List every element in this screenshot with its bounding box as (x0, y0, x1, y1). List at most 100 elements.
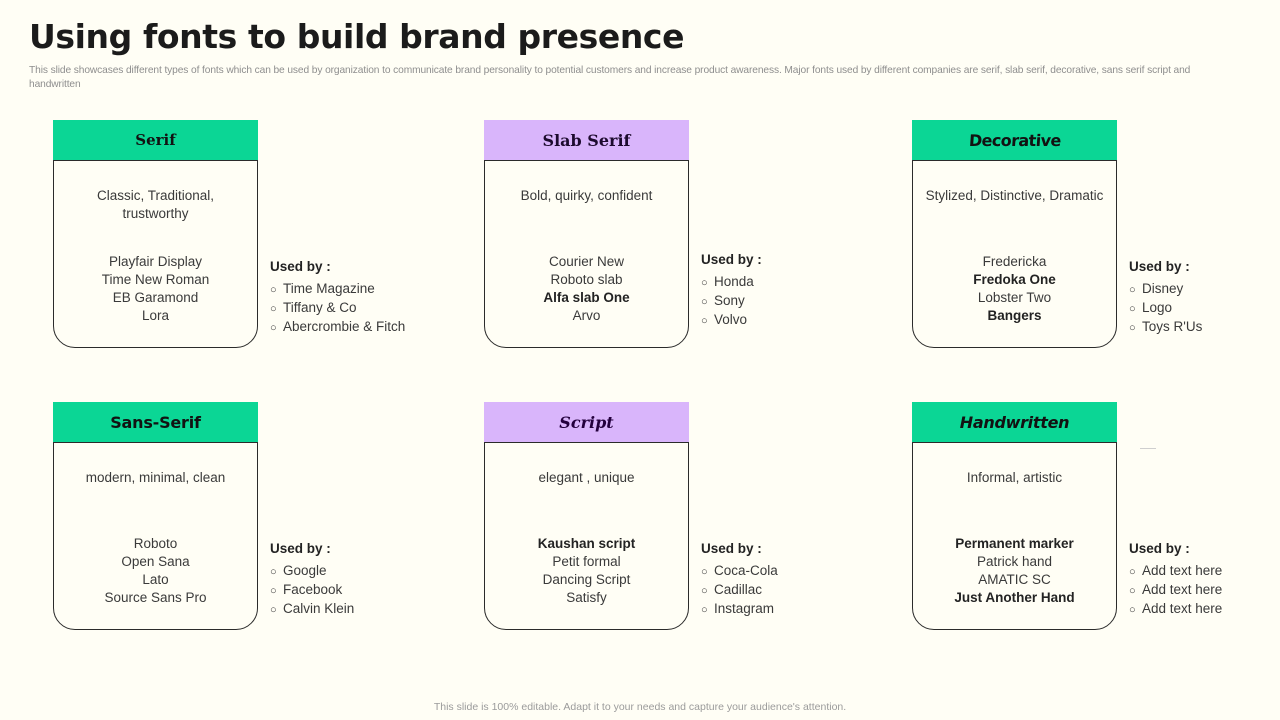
font-name: Courier New (548, 254, 625, 269)
card-group-sans-serif: Sans-Serif modern, minimal, clean Roboto… (53, 402, 445, 630)
font-name: AMATIC SC (978, 572, 1051, 587)
card-font-list-decorative: Fredericka Fredoka One Lobster Two Bange… (923, 253, 1106, 325)
used-by-serif: Used by : ○Time Magazine ○Tiffany & Co ○… (270, 120, 445, 337)
bullet-icon: ○ (270, 585, 277, 597)
font-name: EB Garamond (112, 290, 199, 305)
brand-name: Sony (714, 293, 745, 308)
list-item: ○Tiffany & Co (270, 299, 445, 318)
card-serif[interactable]: Serif Classic, Traditional, trustworthy … (53, 120, 258, 348)
card-header-decorative: Decorative (912, 120, 1117, 160)
list-item[interactable]: ○ Add text here (1129, 600, 1280, 619)
used-by-decorative: Used by : ○Disney ○Logo ○Toys R'Us (1129, 120, 1280, 337)
bullet-icon: ○ (701, 296, 708, 308)
font-name: Alfa slab One (543, 290, 630, 305)
used-by-list: ○Time Magazine ○Tiffany & Co ○Abercrombi… (270, 280, 445, 337)
brand-name: Google (283, 563, 327, 578)
card-body-handwritten: Informal, artistic Permanent marker Patr… (912, 442, 1117, 630)
bullet-icon: ○ (270, 566, 277, 578)
used-by-title: Used by : (1129, 541, 1190, 556)
font-name: Lora (141, 308, 170, 323)
card-font-list-serif: Playfair Display Time New Roman EB Garam… (64, 253, 247, 325)
bullet-icon: ○ (1129, 604, 1136, 616)
card-group-decorative: Decorative Stylized, Distinctive, Dramat… (912, 120, 1280, 348)
bullet-icon: ○ (1129, 566, 1136, 578)
brand-name-placeholder[interactable]: Add text here (1142, 601, 1223, 616)
font-name: Just Another Hand (954, 590, 1075, 605)
card-traits-decorative: Stylized, Distinctive, Dramatic (925, 188, 1104, 203)
used-by-sans-serif: Used by : ○Google ○Facebook ○Calvin Klei… (270, 402, 445, 619)
brand-name: Logo (1142, 300, 1173, 315)
brand-name: Calvin Klein (283, 601, 355, 616)
used-by-handwritten: Used by : ○Add text here ○Add text here … (1129, 402, 1280, 619)
card-font-list-script: Kaushan script Petit formal Dancing Scri… (495, 535, 678, 607)
card-sans-serif[interactable]: Sans-Serif modern, minimal, clean Roboto… (53, 402, 258, 630)
bullet-icon: ○ (701, 585, 708, 597)
card-body-sans-serif: modern, minimal, clean Roboto Open Sana … (53, 442, 258, 630)
card-traits-slab-serif: Bold, quirky, confident (520, 188, 653, 203)
font-name: Roboto (133, 536, 178, 551)
card-title-sans-serif: Sans-Serif (110, 412, 201, 432)
page-subtitle: This slide showcases different types of … (29, 65, 1191, 90)
used-by-title: Used by : (701, 541, 762, 556)
brand-name-placeholder[interactable]: Add text here (1142, 563, 1223, 578)
card-title-script: Script (559, 412, 614, 432)
font-name: Permanent marker (955, 536, 1074, 551)
card-group-handwritten: Handwritten Informal, artistic Permanent… (912, 402, 1280, 630)
brand-name: Honda (714, 274, 754, 289)
font-name: Playfair Display (108, 254, 203, 269)
card-body-decorative: Stylized, Distinctive, Dramatic Frederic… (912, 160, 1117, 348)
bullet-icon: ○ (270, 604, 277, 616)
card-font-list-slab-serif: Courier New Roboto slab Alfa slab One Ar… (495, 253, 678, 325)
card-title-slab-serif: Slab Serif (542, 130, 631, 150)
brand-name: Facebook (283, 582, 343, 597)
brand-name: Toys R'Us (1142, 319, 1203, 334)
list-item: ○Time Magazine (270, 280, 445, 299)
list-item: ○Logo (1129, 299, 1280, 318)
card-title-serif: Serif (135, 131, 176, 149)
bullet-icon: ○ (1129, 585, 1136, 597)
brand-name: Cadillac (714, 582, 763, 597)
font-name: Patrick hand (976, 554, 1053, 569)
font-name: Roboto slab (550, 272, 623, 287)
font-name: Lobster Two (977, 290, 1052, 305)
card-group-serif: Serif Classic, Traditional, trustworthy … (53, 120, 445, 348)
font-name: Source Sans Pro (104, 590, 207, 605)
card-header-script: Script (484, 402, 689, 442)
font-cards-grid: Serif Classic, Traditional, trustworthy … (0, 120, 1280, 684)
card-handwritten[interactable]: Handwritten Informal, artistic Permanent… (912, 402, 1117, 630)
brand-name-placeholder[interactable]: Add text here (1142, 582, 1223, 597)
card-script[interactable]: Script elegant , unique Kaushan script P… (484, 402, 689, 630)
list-item: ○Volvo (701, 311, 876, 330)
font-name: Lato (142, 572, 169, 587)
list-item: ○ Honda (701, 273, 876, 292)
font-name: Time New Roman (101, 272, 210, 287)
list-item: ○ Google (270, 562, 445, 581)
bullet-icon: ○ (701, 277, 708, 289)
card-body-serif: Classic, Traditional, trustworthy Playfa… (53, 160, 258, 348)
dash-artifact (1140, 448, 1156, 449)
bullet-icon: ○ (701, 315, 708, 327)
font-name: Arvo (572, 308, 601, 323)
card-group-script: Script elegant , unique Kaushan script P… (484, 402, 876, 630)
brand-name: Abercrombie & Fitch (283, 319, 406, 334)
font-name: Dancing Script (542, 572, 631, 587)
card-header-slab-serif: Slab Serif (484, 120, 689, 160)
list-item: ○ Facebook (270, 581, 445, 600)
card-body-slab-serif: Bold, quirky, confident Courier New Robo… (484, 160, 689, 348)
list-item: ○Abercrombie & Fitch (270, 318, 445, 337)
card-decorative[interactable]: Decorative Stylized, Distinctive, Dramat… (912, 120, 1117, 348)
card-traits-sans-serif: modern, minimal, clean (85, 470, 226, 485)
card-slab-serif[interactable]: Slab Serif Bold, quirky, confident Couri… (484, 120, 689, 348)
brand-name: Disney (1142, 281, 1184, 296)
card-header-handwritten: Handwritten (912, 402, 1117, 442)
page-title: Using fonts to build brand presence (29, 17, 685, 56)
card-traits-handwritten: Informal, artistic (966, 470, 1063, 485)
list-item[interactable]: ○ Add text here (1129, 581, 1280, 600)
brand-name: Coca-Cola (714, 563, 778, 578)
used-by-list: ○ Google ○ Facebook ○ Calvin Klein (270, 562, 445, 619)
bullet-icon: ○ (1129, 322, 1136, 334)
used-by-list: ○ Honda ○ Sony ○Volvo (701, 273, 876, 330)
used-by-list: ○Coca-Cola ○Cadillac ○Instagram (701, 562, 876, 619)
bullet-icon: ○ (270, 303, 277, 315)
list-item[interactable]: ○ Add text here (1129, 562, 1280, 581)
